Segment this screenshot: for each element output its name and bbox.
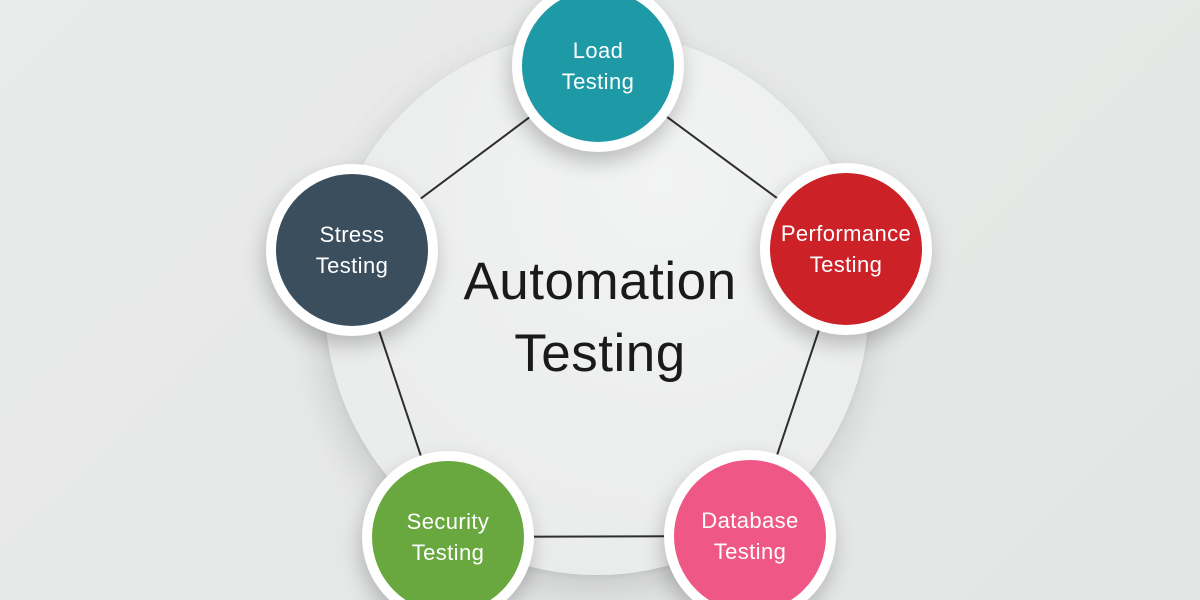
node-security-testing: Security Testing: [362, 451, 534, 600]
node-performance-testing: Performance Testing: [760, 163, 932, 335]
node-performance-testing-label-line1: Performance: [780, 221, 912, 246]
node-security-testing-label-line1: Security: [406, 509, 490, 534]
node-stress-testing-label-line1: Stress: [319, 222, 385, 247]
node-database-testing: Database Testing: [664, 450, 836, 600]
node-database-testing-label-line1: Database: [701, 508, 799, 533]
node-load-testing: Load Testing: [512, 0, 684, 152]
node-load-testing-label-line2: Testing: [561, 69, 635, 94]
diagram-title-line2: Testing: [514, 324, 686, 383]
node-performance-testing-label-line2: Testing: [809, 252, 883, 277]
diagram-title-line1: Automation: [463, 252, 737, 311]
node-database-testing-label-line2: Testing: [713, 539, 787, 564]
node-load-testing-label-line1: Load: [572, 38, 624, 63]
node-security-testing-label-line2: Testing: [411, 540, 485, 565]
diagram-title: Automation Testing: [300, 246, 900, 390]
node-stress-testing-label-line2: Testing: [315, 253, 389, 278]
node-stress-testing: Stress Testing: [266, 164, 438, 336]
